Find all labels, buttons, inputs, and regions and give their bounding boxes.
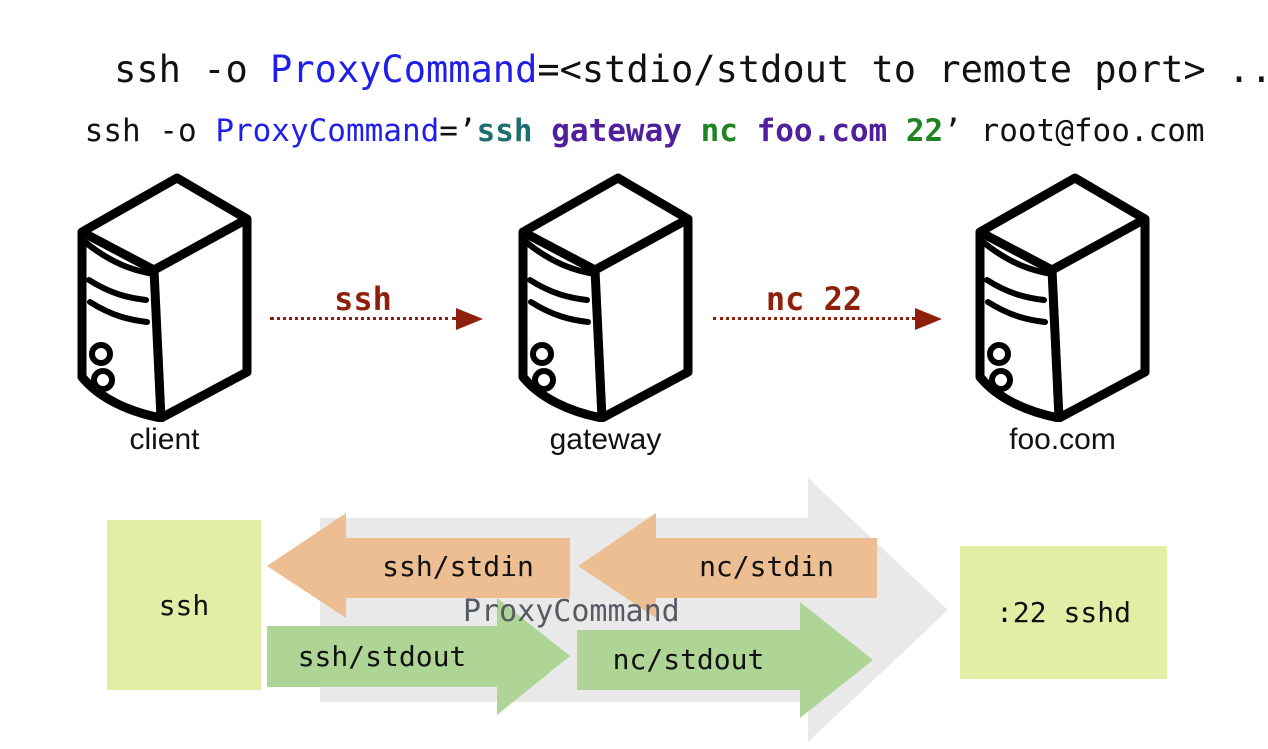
- flow-box-sshd: :22 sshd: [960, 546, 1167, 679]
- arrowhead-right-icon: [456, 308, 483, 330]
- cmd-assign: =’: [439, 113, 477, 149]
- cmd-arg-gateway: gateway: [551, 113, 701, 149]
- ssh-stdout-arrow-icon: [267, 598, 570, 715]
- server-tower-icon: [975, 173, 1150, 422]
- flow-label-nc-stdout: nc/stdout: [612, 643, 765, 676]
- cmd-arg-ssh: ssh: [476, 113, 552, 149]
- cmd-prefix: ssh -o: [84, 113, 216, 149]
- server-foohost: foo.com: [975, 172, 1150, 456]
- title-suffix: =<stdio/stdout to remote port> ...: [537, 48, 1268, 91]
- server-label-foohost: foo.com: [1009, 423, 1116, 456]
- flow-box-ssh: ssh: [107, 520, 261, 690]
- cmd-arg-nc: nc: [700, 113, 757, 149]
- flow-label-ssh-stdout: ssh/stdout: [297, 640, 467, 673]
- title-command-line: ssh -o ProxyCommand=<stdio/stdout to rem…: [25, 4, 1268, 136]
- arrowhead-right-icon: [915, 308, 942, 330]
- flow-label-nc-stdin: nc/stdin: [699, 550, 834, 583]
- cmd-close-quote: ’: [943, 113, 962, 149]
- flow-proxycommand-label: ProxyCommand: [463, 594, 680, 629]
- dotted-line: [270, 317, 456, 320]
- cmd-proxycommand-keyword: ProxyCommand: [215, 113, 440, 149]
- cmd-arg-port: 22: [905, 113, 944, 149]
- server-gateway: gateway: [518, 172, 693, 456]
- example-command-line: ssh -o ProxyCommand=’ssh gateway nc foo.…: [10, 74, 1205, 188]
- server-client: client: [77, 172, 252, 456]
- nc-stdout-arrow-icon: [577, 602, 873, 718]
- cmd-suffix: root@foo.com: [961, 113, 1205, 149]
- flow-label-ssh-stdin: ssh/stdin: [382, 550, 534, 583]
- server-label-gateway: gateway: [549, 423, 662, 456]
- dotted-line: [713, 317, 915, 320]
- cmd-arg-host: foo.com: [756, 113, 906, 149]
- server-tower-icon: [77, 173, 252, 422]
- title-prefix: ssh -o: [114, 48, 271, 91]
- server-tower-icon: [518, 173, 693, 422]
- ssh-stdin-arrow-icon: [267, 513, 570, 618]
- server-label-client: client: [129, 423, 200, 456]
- nc-stdin-arrow-icon: [578, 513, 877, 618]
- net-arrow-nc-label: nc 22: [765, 280, 863, 318]
- title-proxycommand-keyword: ProxyCommand: [270, 48, 538, 91]
- net-arrow-ssh-label: ssh: [334, 280, 392, 318]
